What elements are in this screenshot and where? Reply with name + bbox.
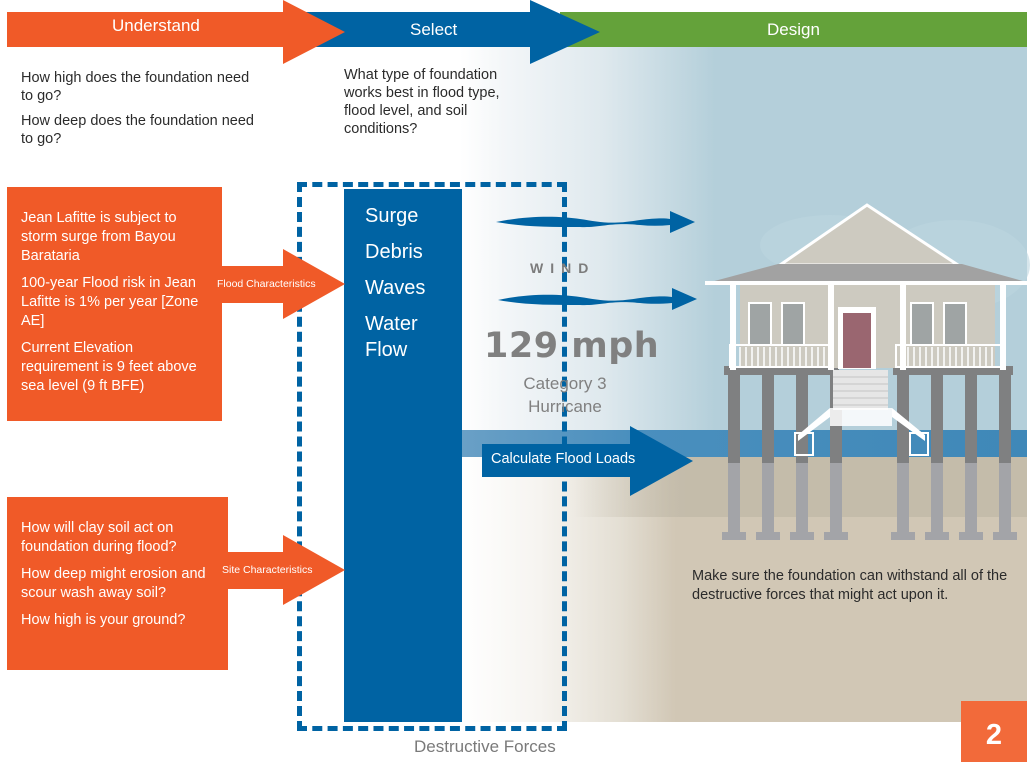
hurricane-category: Category 3 Hurricane <box>500 372 630 418</box>
wind-speed: 129 mph <box>484 326 660 366</box>
flood-fact: 100-year Flood risk in Jean Lafitte is 1… <box>21 275 199 329</box>
wind-arrow-icon <box>496 211 695 233</box>
stage-understand-arrowhead <box>283 0 345 64</box>
flood-characteristics-label: Flood Characteristics <box>217 278 316 290</box>
porch-railings <box>729 344 1002 368</box>
flood-characteristics-arrow <box>215 266 285 303</box>
foundation-piles <box>722 463 1017 540</box>
force-debris: Debris <box>365 241 423 263</box>
site-characteristics-label: Site Characteristics <box>222 564 313 576</box>
force-surge: Surge <box>365 205 419 227</box>
destructive-forces-column: Surge Debris Waves Water Flow <box>344 189 462 722</box>
door <box>843 313 871 368</box>
windows <box>748 302 967 346</box>
force-water-flow: Water Flow <box>365 313 418 361</box>
site-question: How high is your ground? <box>21 612 186 628</box>
destructive-forces-caption: Destructive Forces <box>414 737 556 756</box>
understand-question: How deep does the foundation need to go? <box>21 113 254 147</box>
calculate-flood-loads-label: Calculate Flood Loads <box>491 451 636 467</box>
site-characteristics-box: How will clay soil act on foundation dur… <box>7 497 228 670</box>
stage-select-label: Select <box>410 20 458 39</box>
roof <box>707 264 1030 283</box>
site-question: How deep might erosion and scour wash aw… <box>21 566 206 601</box>
roof-eave <box>705 281 1030 285</box>
upper-piles <box>724 366 1013 463</box>
elevated-house-illustration <box>705 203 1030 540</box>
select-question: What type of foundation works best in fl… <box>344 66 534 145</box>
flood-characteristics-box: Jean Lafitte is subject to storm surge f… <box>7 187 222 421</box>
calculate-flood-loads-arrowhead <box>630 426 693 496</box>
page-number-badge: 2 <box>961 701 1027 762</box>
hurricane-category-line1: Category 3 <box>523 374 607 393</box>
hurricane-category-line2: Hurricane <box>528 397 602 416</box>
force-waves: Waves <box>365 277 426 299</box>
stage-understand-label: Understand <box>112 16 200 35</box>
stage-design: Design <box>560 12 1027 47</box>
front-stairs <box>794 370 929 456</box>
stage-select-arrowhead <box>530 0 600 64</box>
select-question-text: What type of foundation works best in fl… <box>344 67 500 137</box>
calculate-flood-loads-arrow <box>482 444 632 477</box>
wind-arrow-icon <box>498 288 697 310</box>
porch-columns <box>730 285 1006 370</box>
design-note: Make sure the foundation can withstand a… <box>692 568 1008 603</box>
stage-design-label: Design <box>767 20 820 39</box>
flood-characteristics-arrowhead <box>283 249 345 319</box>
site-characteristics-arrow <box>222 552 286 589</box>
wind-label: WIND <box>530 260 596 276</box>
understand-questions: How high does the foundation need to go?… <box>21 69 261 155</box>
stage-understand <box>7 12 297 47</box>
understand-question: How high does the foundation need to go? <box>21 70 250 104</box>
wind-arrows <box>496 211 697 310</box>
flood-fact: Current Elevation requirement is 9 feet … <box>21 340 197 394</box>
site-characteristics-arrowhead <box>283 535 345 605</box>
flood-fact: Jean Lafitte is subject to storm surge f… <box>21 210 177 264</box>
site-question: How will clay soil act on foundation dur… <box>21 520 177 555</box>
